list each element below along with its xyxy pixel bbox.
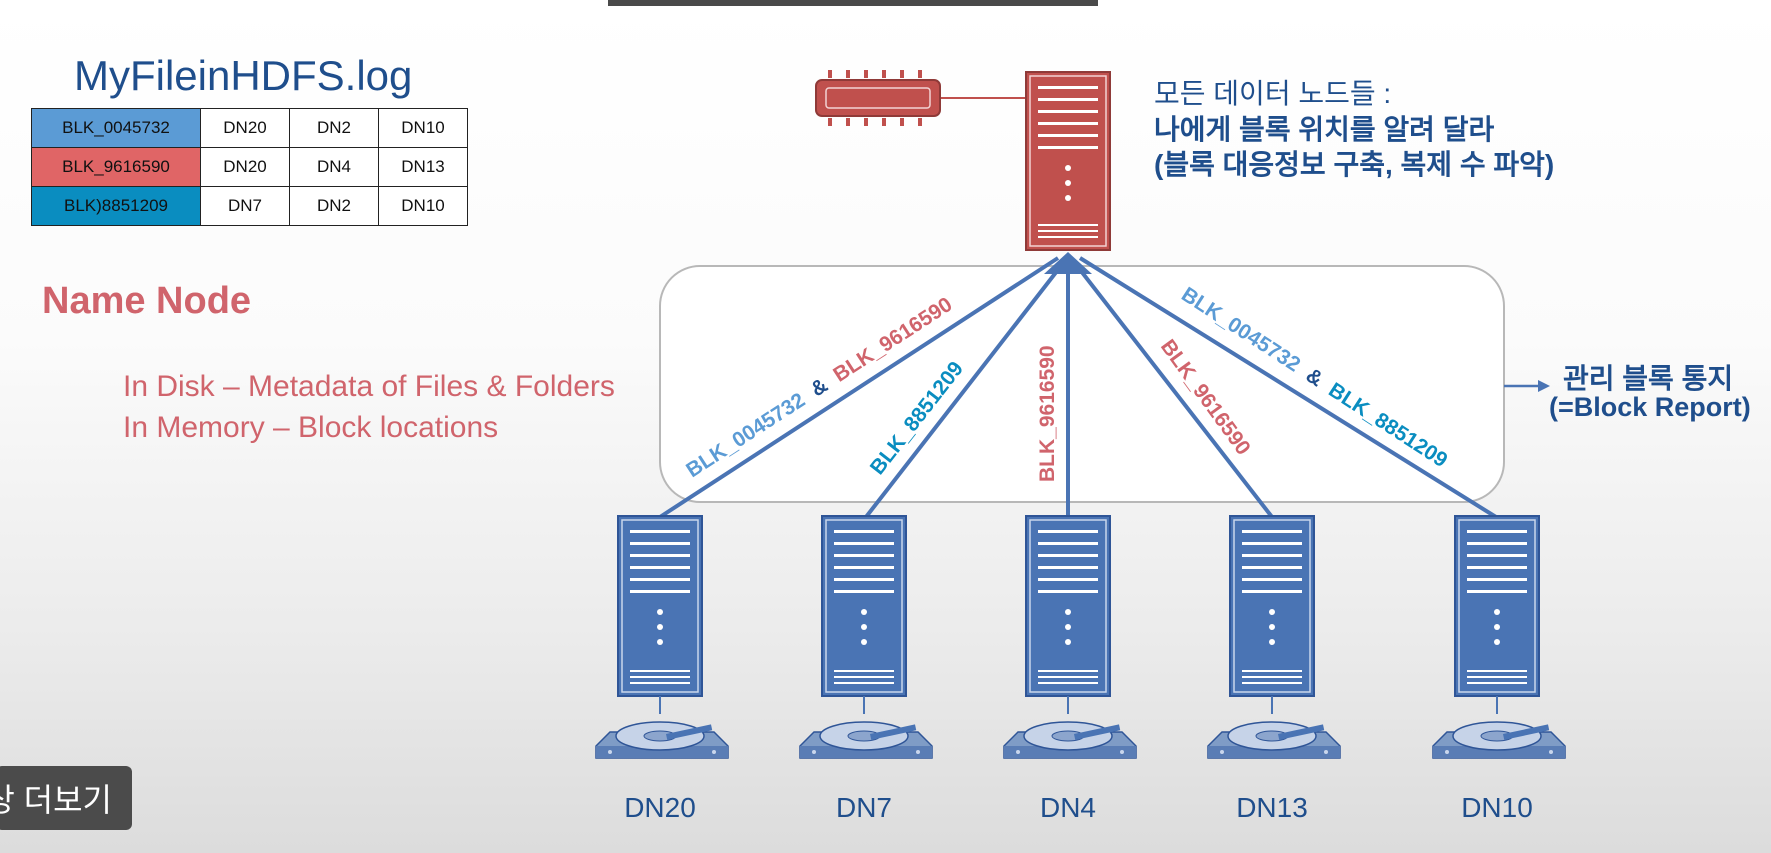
disk-metadata-text: In Disk – Metadata of Files & Folders (123, 370, 615, 403)
file-title: MyFileinHDFS.log (74, 52, 413, 99)
block-id-cell: BLK)8851209 (31, 186, 201, 226)
dn20-disk-icon (595, 721, 729, 759)
block-report-label: 관리 블록 통지 (1563, 363, 1734, 394)
dn13-server-icon (1229, 515, 1315, 697)
block-location-table: BLK_0045732 DN20 DN2 DN10 BLK_9616590 DN… (31, 108, 468, 226)
dn4-link-label: BLK_9616590 (1036, 345, 1059, 482)
more-videos-button[interactable]: 상 더보기 (0, 766, 132, 830)
name-node-heading: Name Node (42, 280, 252, 322)
data-node-cell: DN20 (200, 147, 290, 187)
right-arrow-icon (1538, 380, 1550, 392)
data-node-cell: DN7 (200, 186, 290, 226)
dn10-server-icon (1454, 515, 1540, 697)
dn4-server-icon (1025, 515, 1111, 697)
data-node-cell: DN10 (378, 186, 468, 226)
memory-locations-text: In Memory – Block locations (123, 411, 499, 444)
data-node-label: DN4 (1039, 792, 1096, 823)
up-arrow-icon (1044, 252, 1092, 274)
block-id-cell: BLK_0045732 (31, 108, 201, 148)
namenode-note-detail: (블록 대응정보 구축, 복제 수 파악) (1154, 149, 1555, 180)
data-node-cell: DN2 (289, 108, 379, 148)
namenode-note-request: 나에게 블록 위치를 알려 달라 (1154, 114, 1495, 145)
dn4-disk-icon (1003, 721, 1137, 759)
dn10-disk-icon (1432, 721, 1566, 759)
name-node-server-icon (1025, 71, 1111, 251)
block-report-subtitle: (=Block Report) (1549, 392, 1751, 422)
table-row: BLK)8851209 DN7 DN2 DN10 (31, 186, 468, 226)
connection-lines (658, 256, 1498, 519)
data-node-cell: DN10 (378, 108, 468, 148)
dn13-disk-icon (1207, 721, 1341, 759)
namenode-note-title: 모든 데이터 노드들 : (1154, 78, 1392, 109)
table-row: BLK_9616590 DN20 DN4 DN13 (31, 147, 468, 187)
data-node-cell: DN20 (200, 108, 290, 148)
dn20-server-icon (617, 515, 703, 697)
data-node-label: DN7 (835, 792, 892, 823)
top-bar (608, 0, 1098, 6)
data-node-cell: DN2 (289, 186, 379, 226)
block-id-cell: BLK_9616590 (31, 147, 201, 187)
dn7-disk-icon (799, 721, 933, 759)
dn7-server-icon (821, 515, 907, 697)
data-node-label: DN20 (624, 792, 696, 823)
block-report-region (659, 265, 1505, 503)
memory-chip-icon (815, 70, 1028, 126)
data-node-label: DN13 (1236, 792, 1308, 823)
data-node-cell: DN4 (289, 147, 379, 187)
table-row: BLK_0045732 DN20 DN2 DN10 (31, 108, 468, 148)
data-node-label: DN10 (1461, 792, 1533, 823)
